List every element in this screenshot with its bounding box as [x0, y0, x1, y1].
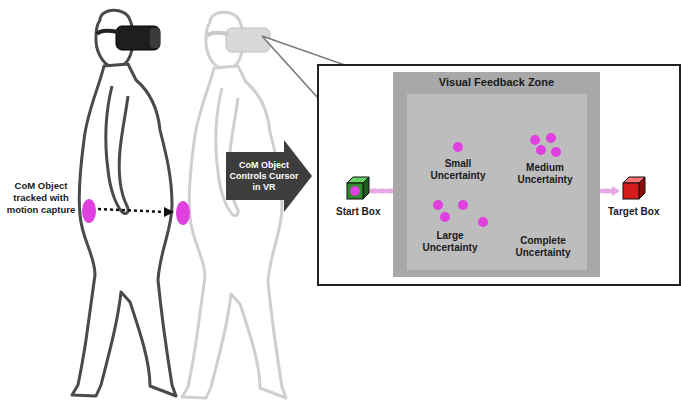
cube-icon	[622, 176, 646, 200]
target-box: Target Box	[622, 176, 646, 200]
feedback-zone: Visual Feedback ZoneSmall Uncertainty Med…	[393, 72, 600, 277]
arrow-block: CoM Object Controls Cursor in VR	[226, 140, 312, 212]
uncertainty-label: Small Uncertainty	[420, 158, 496, 182]
zone-title: Visual Feedback Zone	[393, 76, 600, 88]
callout-label: CoM Object tracked with motion capture	[2, 180, 80, 216]
cube-icon	[346, 176, 370, 200]
start-box: Start Box	[346, 176, 370, 200]
arrow-label: CoM Object Controls Cursor in VR	[228, 160, 300, 193]
box-label: Target Box	[608, 206, 660, 217]
box-label: Start Box	[336, 206, 380, 217]
uncertainty-label: Medium Uncertainty	[507, 162, 583, 186]
uncertainty-label: Large Uncertainty	[412, 230, 488, 254]
uncertainty-label: Complete Uncertainty	[505, 235, 581, 259]
